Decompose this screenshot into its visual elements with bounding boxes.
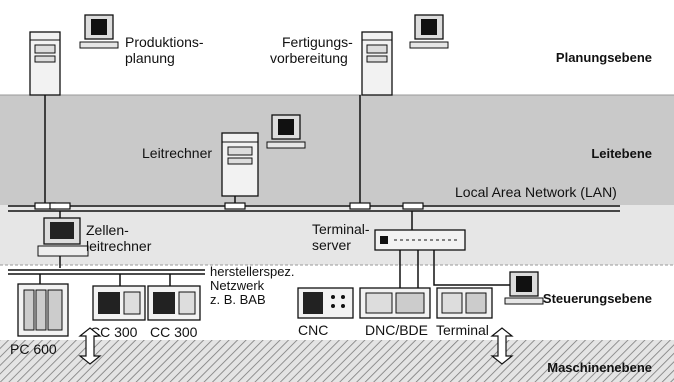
cc300-a-controller-icon	[92, 285, 146, 321]
hersteller-label-2: Netzwerk	[210, 278, 265, 293]
band-leitebene	[0, 95, 674, 205]
terminal-device-icon	[436, 287, 493, 319]
leitrechner-label: Leitrechner	[142, 145, 212, 161]
band-lan-area	[0, 205, 674, 265]
hersteller-label-3: z. B. BAB	[210, 292, 266, 307]
fertigungsvorbereitung-computer-icon	[361, 14, 449, 96]
terminal-workstation-icon	[504, 271, 544, 305]
zellenleitrechner-label-1: Zellen-	[86, 222, 129, 238]
band-maschinenebene	[0, 340, 674, 382]
level-label-maschine: Maschinenebene	[547, 360, 652, 375]
dnc-bde-label: DNC/BDE	[365, 322, 428, 338]
terminal-server-label-1: Terminal-	[312, 221, 370, 237]
terminal-server-label-2: server	[312, 237, 351, 253]
produktionsplanung-label-2: planung	[125, 50, 175, 66]
level-label-planung: Planungsebene	[556, 50, 652, 65]
pc600-controller-icon	[17, 283, 69, 337]
cnc-label: CNC	[298, 322, 328, 338]
fertigungsvorbereitung-label-1: Fertigungs-	[282, 34, 353, 50]
cc300-b-label: CC 300	[150, 324, 198, 340]
zellenleitrechner-computer-icon	[37, 217, 89, 257]
produktionsplanung-computer-icon	[29, 14, 119, 96]
dnc-bde-terminal-icon	[359, 287, 431, 319]
terminal-label: Terminal	[436, 322, 489, 338]
cnc-controller-icon	[297, 287, 354, 319]
cc300-b-controller-icon	[147, 285, 201, 321]
double-arrow-icon-left	[78, 327, 102, 365]
cc300-a-label: CC 300	[90, 324, 138, 340]
lan-label: Local Area Network (LAN)	[455, 184, 617, 200]
level-label-leit: Leitebene	[591, 146, 652, 161]
leitrechner-computer-icon	[221, 114, 306, 197]
fertigungsvorbereitung-label-2: vorbereitung	[270, 50, 348, 66]
zellenleitrechner-label-2: leitrechner	[86, 238, 152, 254]
terminal-server-icon	[374, 229, 466, 251]
lan-bus	[8, 205, 620, 212]
pc600-label: PC 600	[10, 341, 57, 357]
level-label-steuerung: Steuerungsebene	[543, 291, 652, 306]
hersteller-label-1: herstellerspez.	[210, 264, 295, 279]
double-arrow-icon-right	[490, 327, 514, 365]
produktionsplanung-label-1: Produktions-	[125, 34, 204, 50]
